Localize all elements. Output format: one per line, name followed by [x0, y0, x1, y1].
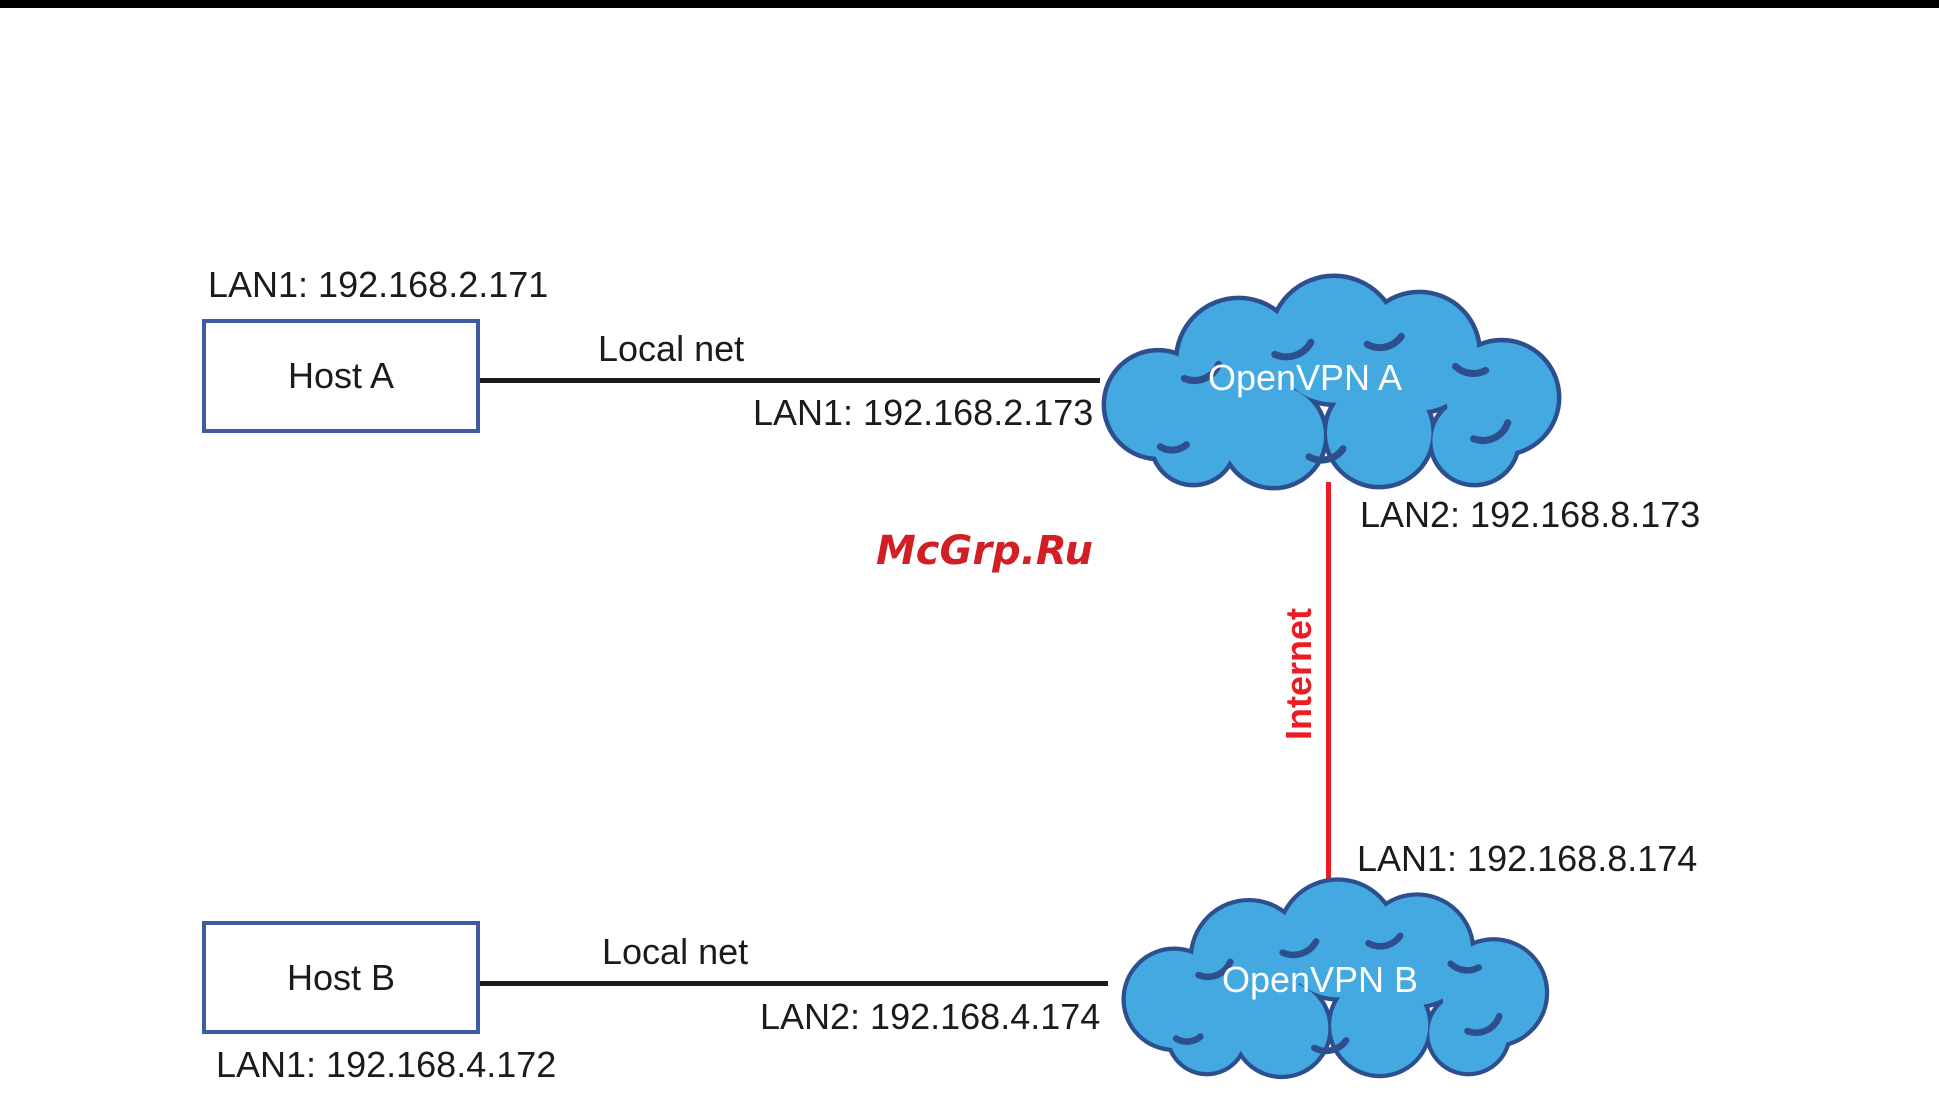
- host-b-ip-label: LAN1: 192.168.4.172: [216, 1044, 557, 1085]
- host-a-label: Host A: [287, 355, 395, 396]
- openvpn-a-cloud: OpenVPN A: [1088, 272, 1570, 500]
- openvpn-a-label: OpenVPN A: [1207, 357, 1403, 398]
- watermark-text: McGrp.Ru: [876, 528, 1093, 574]
- openvpn-b-lan1-ip-label: LAN1: 192.168.8.174: [1357, 838, 1698, 879]
- cloud-shape-icon: [1101, 273, 1562, 491]
- local-net-b-label: Local net: [602, 931, 749, 972]
- local-net-a-line: [480, 378, 1100, 383]
- cloud-shape-icon: [1121, 877, 1550, 1080]
- local-net-b-line: [480, 981, 1108, 986]
- host-b-box: Host B: [202, 921, 480, 1034]
- openvpn-b-lan2-ip-label: LAN2: 192.168.4.174: [760, 996, 1101, 1037]
- internet-label: Internet: [1278, 608, 1319, 741]
- internet-line: [1326, 482, 1331, 892]
- top-bar: [0, 0, 1939, 8]
- openvpn-a-lan1-ip-label: LAN1: 192.168.2.173: [753, 392, 1094, 433]
- openvpn-b-label: OpenVPN B: [1221, 959, 1419, 1000]
- openvpn-a-lan2-ip-label: LAN2: 192.168.8.173: [1360, 494, 1701, 535]
- local-net-a-label: Local net: [598, 328, 745, 369]
- openvpn-b-cloud: OpenVPN B: [1098, 876, 1568, 1088]
- host-a-box: Host A: [202, 319, 480, 433]
- host-b-label: Host B: [286, 956, 396, 998]
- host-a-ip-label: LAN1: 192.168.2.171: [208, 264, 549, 305]
